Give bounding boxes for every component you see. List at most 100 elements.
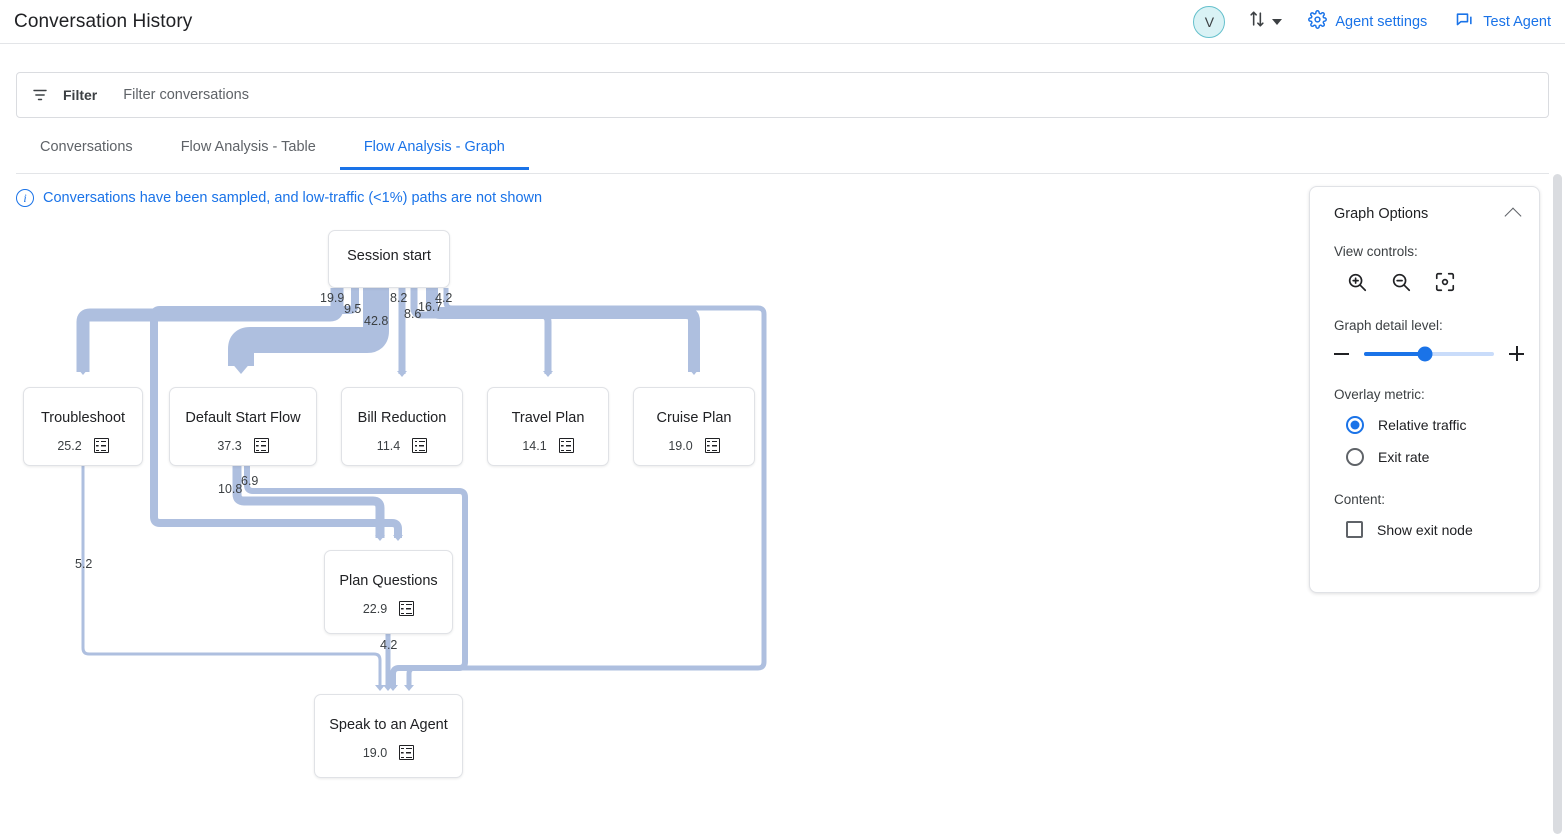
checkbox-show-exit-node[interactable]: Show exit node	[1346, 521, 1539, 538]
detail-level-slider-row	[1334, 346, 1524, 361]
tab-flow-analysis-graph[interactable]: Flow Analysis - Graph	[339, 135, 529, 170]
graph-node-plan-questions[interactable]: Plan Questions 22.9	[324, 550, 453, 634]
node-meta: 25.2	[57, 438, 109, 453]
checkbox-label: Show exit node	[1377, 521, 1473, 538]
node-details-icon[interactable]	[558, 438, 574, 453]
edge-label: 4.2	[435, 291, 453, 305]
sampling-info-text: Conversations have been sampled, and low…	[43, 190, 543, 206]
swap-vertical-icon	[1247, 9, 1267, 34]
radio-button-icon[interactable]	[1346, 416, 1364, 434]
node-meta: 22.9	[362, 601, 415, 616]
edge-label: 5.2	[75, 557, 93, 571]
node-value: 19.0	[362, 745, 388, 760]
node-details-icon[interactable]	[704, 438, 720, 453]
edge-label: 10.8	[218, 482, 243, 496]
node-value: 11.4	[376, 438, 401, 453]
node-title: Travel Plan	[511, 410, 585, 426]
node-title: Plan Questions	[339, 573, 438, 589]
graph-node-session-start[interactable]: Session start	[328, 230, 450, 288]
node-meta: 14.1	[522, 438, 574, 453]
checkbox-icon[interactable]	[1346, 521, 1363, 538]
node-details-icon[interactable]	[253, 438, 269, 453]
header-actions: V Agent settings	[1193, 0, 1565, 44]
tab-flow-analysis-table[interactable]: Flow Analysis - Table	[180, 139, 316, 155]
filter-bar[interactable]: Filter Filter conversations	[16, 72, 1549, 118]
agent-settings-button[interactable]: Agent settings	[1308, 10, 1427, 33]
flow-graph-edges	[76, 288, 767, 691]
overlay-metric-label: Overlay metric:	[1334, 387, 1425, 402]
node-meta: 37.3	[217, 438, 269, 453]
swap-agent-control[interactable]	[1247, 9, 1283, 34]
zoom-in-icon[interactable]	[1346, 271, 1368, 293]
node-value: 25.2	[57, 438, 82, 453]
content-label: Content:	[1334, 492, 1386, 507]
node-title: Cruise Plan	[656, 410, 732, 426]
flow-graph-canvas[interactable]: Session start Troubleshoot 25.2 Default …	[0, 176, 1541, 788]
node-title: Speak to an Agent	[329, 717, 448, 733]
graph-options-panel: Graph Options View controls:	[1309, 186, 1540, 593]
radio-relative-traffic[interactable]: Relative traffic	[1346, 416, 1539, 434]
detail-level-slider[interactable]	[1364, 346, 1494, 361]
node-meta: 19.0	[668, 438, 720, 453]
test-agent-label: Test Agent	[1483, 13, 1551, 30]
filter-icon	[31, 86, 49, 104]
radio-label: Exit rate	[1378, 449, 1430, 465]
node-meta: 19.0	[362, 745, 415, 760]
app-header: Conversation History V Agent settings	[0, 0, 1565, 44]
node-value: 22.9	[362, 601, 388, 616]
radio-exit-rate[interactable]: Exit rate	[1346, 448, 1539, 466]
node-value: 14.1	[522, 438, 547, 453]
node-details-icon[interactable]	[412, 438, 428, 453]
vertical-scrollbar-thumb[interactable]	[1553, 174, 1562, 834]
edge-label: 19.9	[320, 291, 345, 305]
minus-icon[interactable]	[1334, 352, 1349, 355]
graph-node-speak-to-an-agent[interactable]: Speak to an Agent 19.0	[314, 694, 463, 778]
filter-label: Filter	[63, 87, 98, 103]
graph-node-travel-plan[interactable]: Travel Plan 14.1	[487, 387, 609, 466]
graph-node-troubleshoot[interactable]: Troubleshoot 25.2	[23, 387, 143, 466]
zoom-out-icon[interactable]	[1390, 271, 1412, 293]
slider-fill	[1364, 351, 1426, 356]
gear-icon	[1308, 10, 1328, 33]
node-meta: 11.4	[376, 438, 428, 453]
slider-thumb[interactable]	[1417, 346, 1433, 361]
page-title: Conversation History	[14, 10, 193, 32]
graph-node-default-start-flow[interactable]: Default Start Flow 37.3	[169, 387, 317, 466]
view-controls-label: View controls:	[1334, 244, 1418, 259]
view-controls-row	[1346, 271, 1539, 293]
fit-to-screen-icon[interactable]	[1434, 271, 1456, 293]
chevron-down-icon	[1272, 18, 1283, 25]
tab-conversations[interactable]: Conversations	[40, 139, 133, 155]
graph-options-header: Graph Options	[1310, 187, 1539, 225]
graph-node-cruise-plan[interactable]: Cruise Plan 19.0	[633, 387, 755, 466]
node-title: Session start	[347, 248, 431, 264]
detail-level-label: Graph detail level:	[1334, 318, 1443, 333]
node-details-icon[interactable]	[399, 745, 415, 760]
chat-bubble-icon	[1455, 10, 1475, 34]
plus-icon[interactable]	[1509, 346, 1524, 361]
edge-label: 4.2	[380, 638, 398, 652]
vertical-scrollbar-track[interactable]	[1550, 44, 1565, 834]
agent-settings-label: Agent settings	[1335, 13, 1428, 30]
tab-bar: Conversations Flow Analysis - Table Flow…	[16, 135, 1549, 174]
edge-label: 16.7	[418, 300, 443, 314]
node-title: Troubleshoot	[40, 410, 126, 426]
info-icon: i	[16, 189, 34, 207]
node-value: 37.3	[217, 438, 242, 453]
radio-label: Relative traffic	[1378, 417, 1467, 433]
graph-node-bill-reduction[interactable]: Bill Reduction 11.4	[341, 387, 463, 466]
edge-label: 9.5	[344, 302, 362, 316]
edge-label: 42.8	[364, 314, 389, 328]
node-title: Default Start Flow	[185, 410, 301, 426]
edge-label: 8.2	[390, 291, 408, 305]
chevron-up-icon[interactable]	[1504, 207, 1522, 225]
avatar-initial: V	[1204, 13, 1215, 30]
avatar[interactable]: V	[1193, 5, 1226, 38]
filter-input[interactable]: Filter conversations	[123, 87, 249, 103]
node-details-icon[interactable]	[93, 438, 109, 453]
node-value: 19.0	[668, 438, 693, 453]
node-details-icon[interactable]	[399, 601, 415, 616]
radio-button-icon[interactable]	[1346, 448, 1364, 466]
test-agent-button[interactable]: Test Agent	[1455, 10, 1551, 34]
sampling-info-banner: i Conversations have been sampled, and l…	[16, 189, 542, 207]
